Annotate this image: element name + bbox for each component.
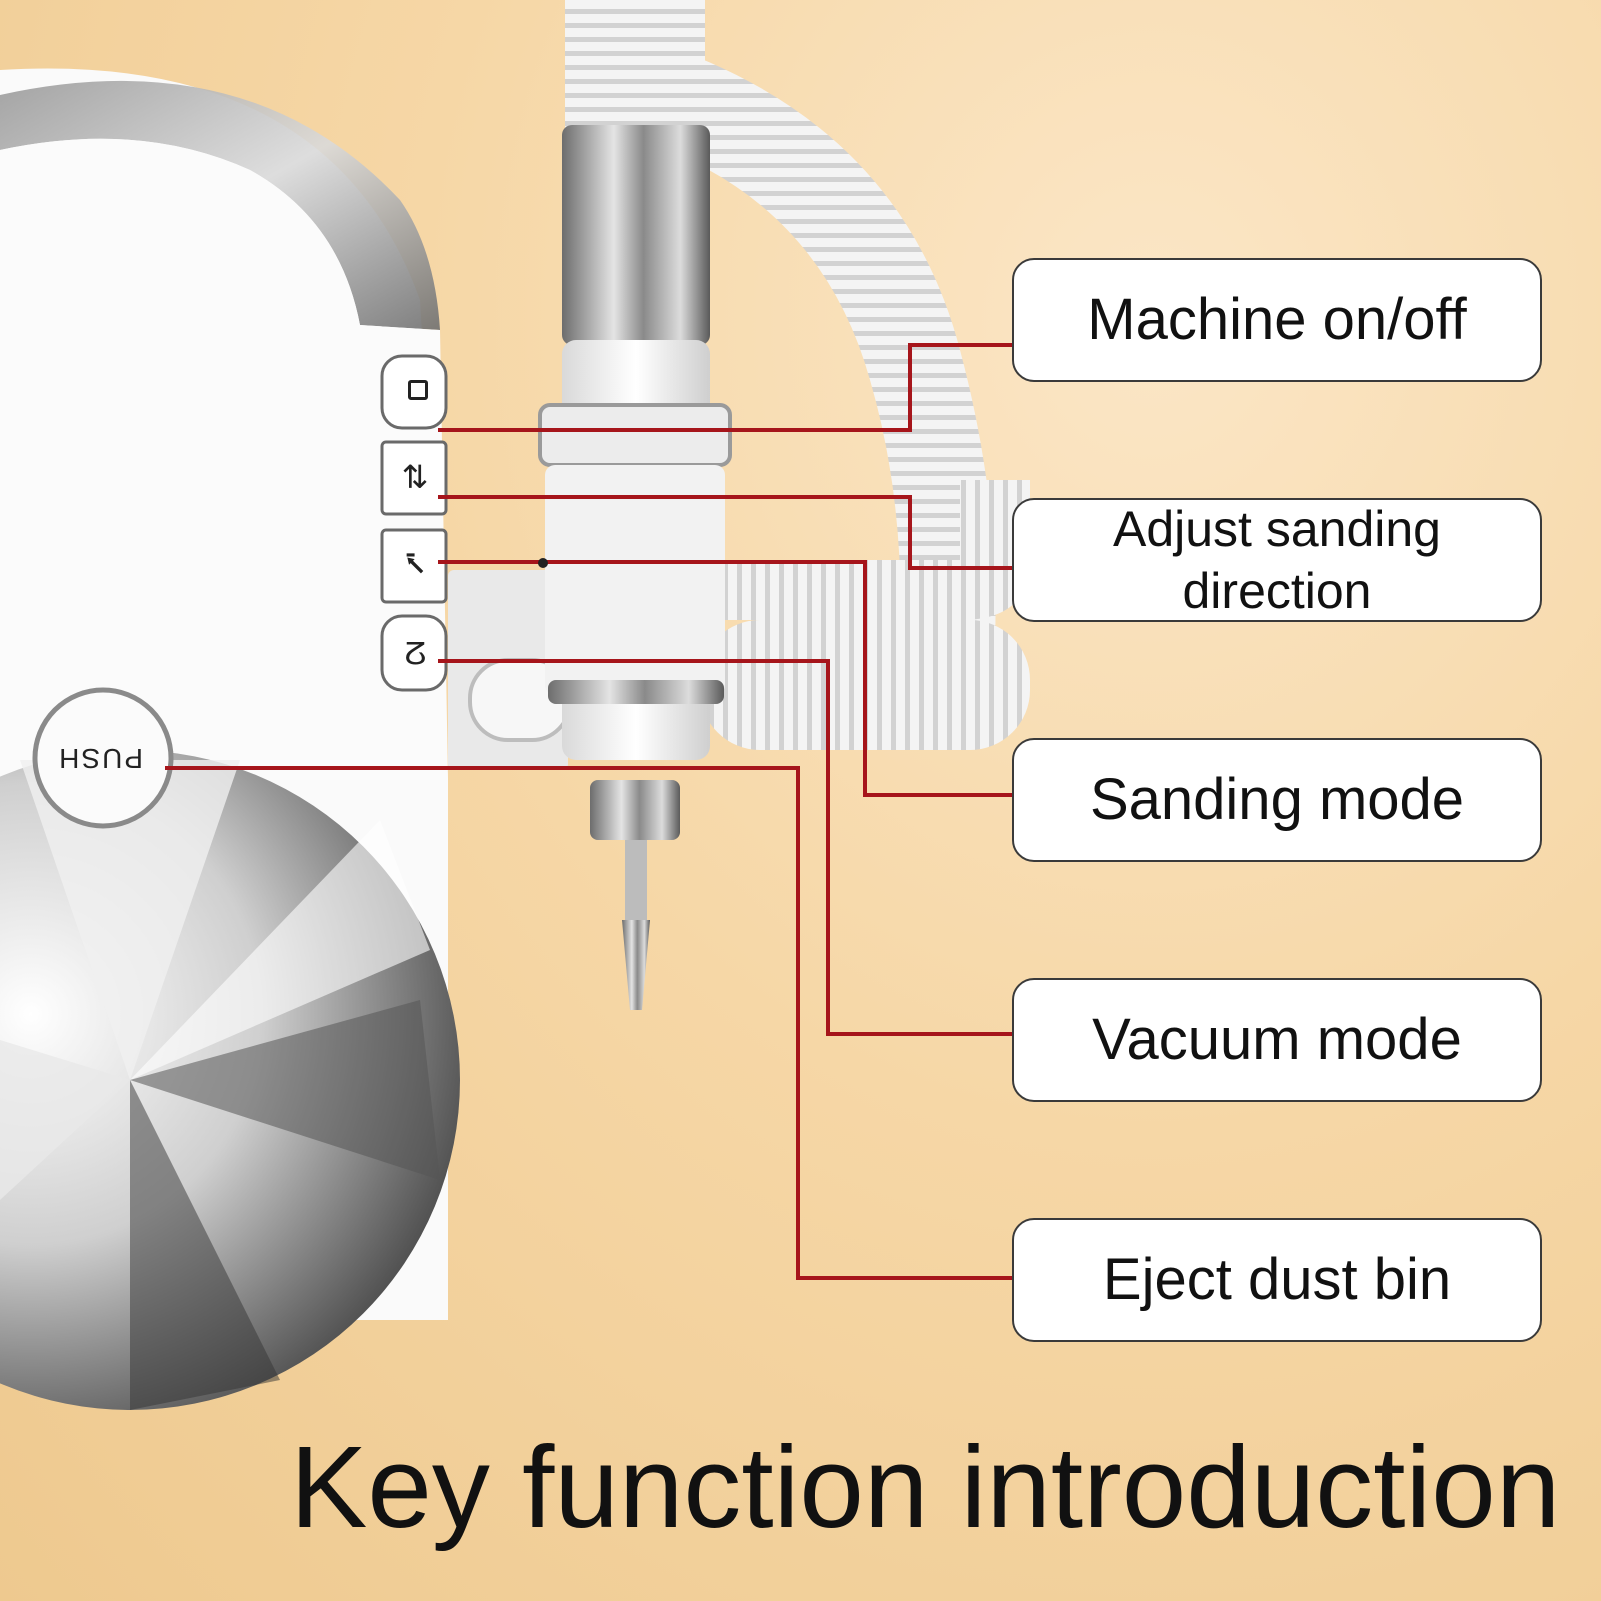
curved-hose (640, 40, 996, 640)
callout-eject-label: Eject dust bin (1102, 1247, 1452, 1312)
hose-collar (562, 125, 710, 345)
callout-power-label: Machine on/off (1087, 287, 1467, 352)
vacuum-fan-icon[interactable]: ⵒ (403, 637, 427, 672)
drill-bit (622, 920, 650, 1010)
leader-line-vacuum (438, 659, 1012, 1036)
callout-power: Machine on/off (1012, 258, 1542, 382)
callout-sanding-label: Sanding mode (1089, 767, 1465, 832)
callout-direction: Adjust sanding direction (1012, 498, 1542, 622)
leader-line-sanding (438, 560, 1012, 797)
push-button (32, 687, 174, 829)
leader-line-power (438, 343, 1012, 432)
push-button-label[interactable]: PUSH (57, 743, 143, 774)
leader-lines (165, 343, 1012, 1280)
callout-sanding: Sanding mode (1012, 738, 1542, 862)
chrome-trim (0, 80, 440, 330)
callout-vacuum-label: Vacuum mode (1092, 1007, 1462, 1072)
rotate-arrows-icon[interactable]: ⇅ (401, 458, 429, 496)
power-square-icon[interactable] (408, 380, 428, 400)
page-title: Key function introduction (290, 1422, 1561, 1552)
handpiece-nose (590, 780, 680, 840)
leader-line-eject (165, 766, 1012, 1280)
button-column (380, 354, 448, 692)
sanding-arrow-icon[interactable]: ⭶ (405, 546, 425, 584)
leader-line-direction (438, 495, 1012, 570)
callout-eject: Eject dust bin (1012, 1218, 1542, 1342)
callout-vacuum: Vacuum mode (1012, 978, 1542, 1102)
callout-direction-label: Adjust sanding direction (1112, 501, 1441, 619)
